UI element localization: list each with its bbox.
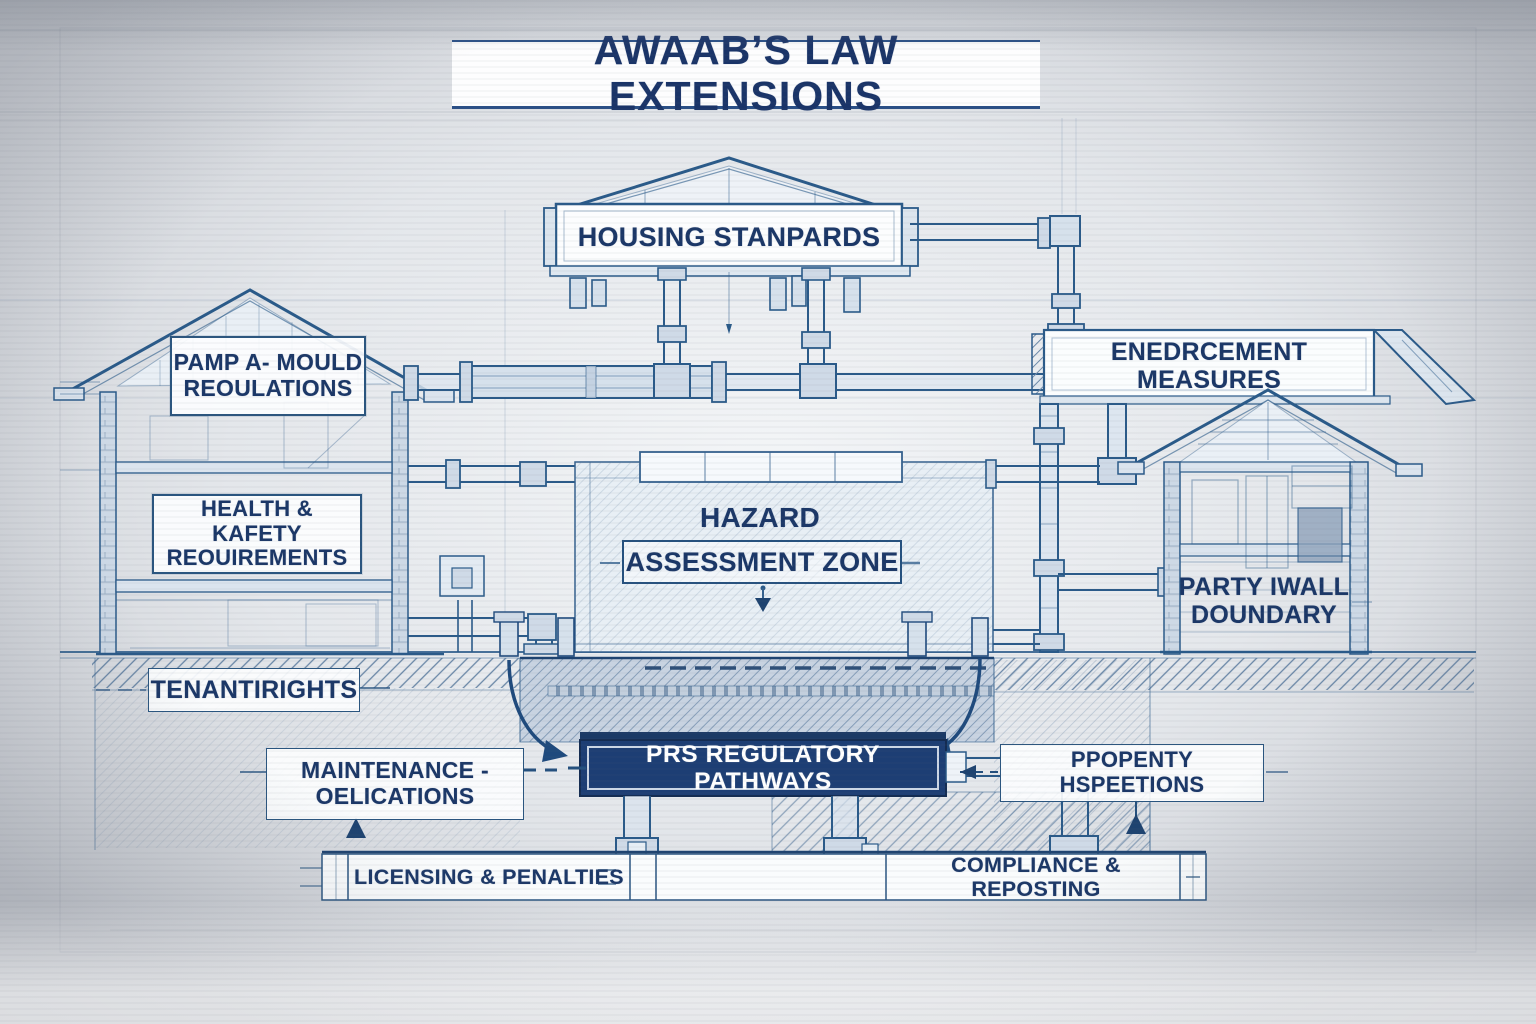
enforcement-column <box>985 403 1169 653</box>
health-safety-line1: HEALTH & KAFETY <box>201 496 313 546</box>
hazard-line2: ASSESSMENT ZONE <box>625 546 899 577</box>
node-damp-mould: PAMP A- MOULD REOULATIONS <box>170 336 366 416</box>
right-house <box>1117 388 1423 655</box>
prs-label: PRS REGULATORY PATHWAYS <box>646 740 880 795</box>
node-enforcement: ENEDRCEMENT MEASURES <box>1056 338 1362 394</box>
property-inspections-label: PPOPENTY HSPEETIONS <box>1059 747 1205 797</box>
node-prs-pathways: PRS REGULATORY PATHWAYS <box>590 741 936 795</box>
node-compliance: COMPLIANCE & REPOSTING <box>892 852 1180 901</box>
damp-mould-line1: PAMP A- MOULD <box>173 349 363 376</box>
node-hazard-title: HAZARD <box>612 500 908 536</box>
compliance-label: COMPLIANCE & REPOSTING <box>951 852 1121 901</box>
damp-mould-line2: REOULATIONS <box>183 375 353 401</box>
node-property-inspections: PPOPENTY HSPEETIONS <box>1000 744 1264 802</box>
left-house-pipes <box>408 459 578 655</box>
housing-standards-label: HOUSING STANPARDS <box>577 221 881 252</box>
enforcement-banner <box>1031 328 1477 406</box>
node-health-safety: HEALTH & KAFETY REOUIREMENTS <box>152 494 362 574</box>
maintenance-line1: MAINTENANCE - <box>301 757 489 784</box>
node-party-wall: PARTY IWALL DOUNDARY <box>1172 564 1356 638</box>
node-maintenance: MAINTENANCE - OELICATIONS <box>266 748 524 820</box>
main-pipe <box>403 361 1161 403</box>
enforcement-label: ENEDRCEMENT MEASURES <box>1110 338 1308 394</box>
leader-marks <box>96 687 1288 838</box>
licensing-label: LICENSING & PENALTIES <box>354 864 624 889</box>
tenant-rights-label: TENANTIRIGHTS <box>150 676 358 704</box>
housing-standards-structure <box>543 156 1085 372</box>
maintenance-line2: OELICATIONS <box>315 783 475 809</box>
party-wall-line1: PARTY IWALL <box>1178 573 1350 601</box>
party-wall-line2: DOUNDARY <box>1191 601 1337 629</box>
node-licensing: LICENSING & PENALTIES <box>348 856 630 898</box>
node-tenant-rights: TENANTIRIGHTS <box>148 668 360 712</box>
health-safety-line2: REOUIREMENTS <box>166 545 348 571</box>
hazard-line1: HAZARD <box>699 502 820 534</box>
node-housing-standards: HOUSING STANPARDS <box>570 214 888 260</box>
bottom-band <box>300 850 1207 901</box>
page-title: AWAAB’S LAW EXTENSIONS <box>452 27 1040 119</box>
page-title-text: AWAAB’S LAW EXTENSIONS <box>593 27 899 119</box>
node-hazard-zone: ASSESSMENT ZONE <box>622 540 902 584</box>
